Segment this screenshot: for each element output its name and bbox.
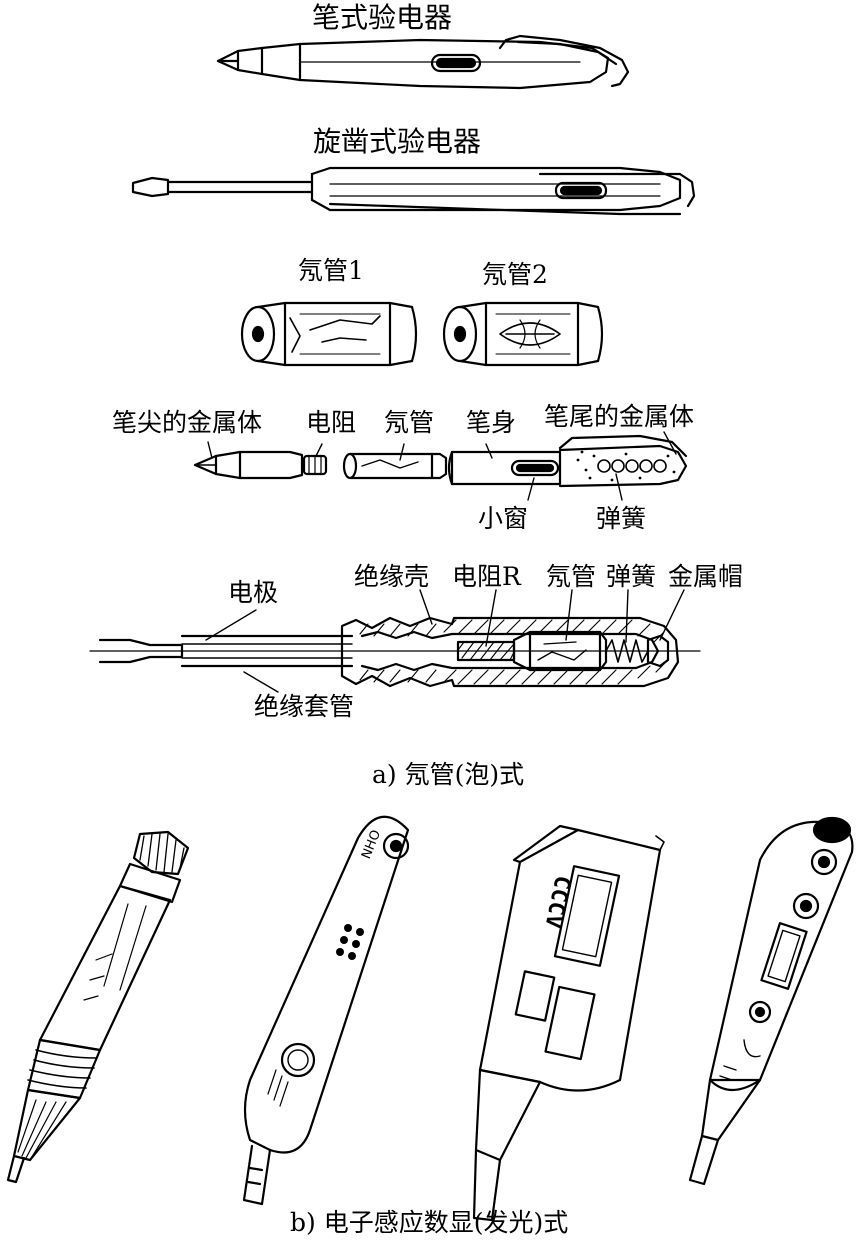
tip-metal-label: 笔尖的金属体 [112,408,263,437]
pen-tester-drawing [218,36,628,88]
electronic-tester-1-drawing [8,832,188,1182]
section-spring-label: 弹簧 [606,562,657,591]
exploded-view-drawing [195,436,686,486]
pen-tester-title: 笔式验电器 [312,1,453,34]
insulating-sleeve-label: 绝缘套管 [254,692,355,721]
electronic-tester-3-drawing [474,826,664,1220]
exploded-leader-lines [208,432,676,500]
resistor-label: 电阻 [306,408,357,437]
screwdriver-tester-drawing [133,168,694,214]
tail-metal-label: 笔尾的金属体 [544,402,695,431]
neon-tube-1-label: 氖管1 [298,256,364,285]
metal-cap-label: 金属帽 [668,562,744,591]
neon-tube-label: 氖管 [384,408,435,437]
small-window-label: 小窗 [478,504,529,533]
insulating-shell-label: 绝缘壳 [354,562,430,591]
cross-section-leader-lines [206,590,684,692]
caption-a: a) 氖管(泡)式 [372,760,525,789]
spring-label: 弹簧 [596,504,647,533]
electronic-tester-4-drawing [690,818,852,1184]
caption-b: b) 电子感应数显(发光)式 [290,1208,569,1237]
resistor-r-label: 电阻R [452,562,521,591]
section-neon-tube-label: 氖管 [546,562,597,591]
pen-body-label: 笔身 [466,408,517,437]
neon-tube-1-drawing [242,303,416,365]
electrode-label: 电极 [228,578,279,607]
screwdriver-tester-title: 旋凿式验电器 [313,125,482,158]
neon-tube-2-drawing [444,303,602,365]
cross-section-drawing [90,618,700,686]
electronic-tester-2-drawing [244,817,408,1204]
neon-tube-2-label: 氖管2 [482,260,548,289]
